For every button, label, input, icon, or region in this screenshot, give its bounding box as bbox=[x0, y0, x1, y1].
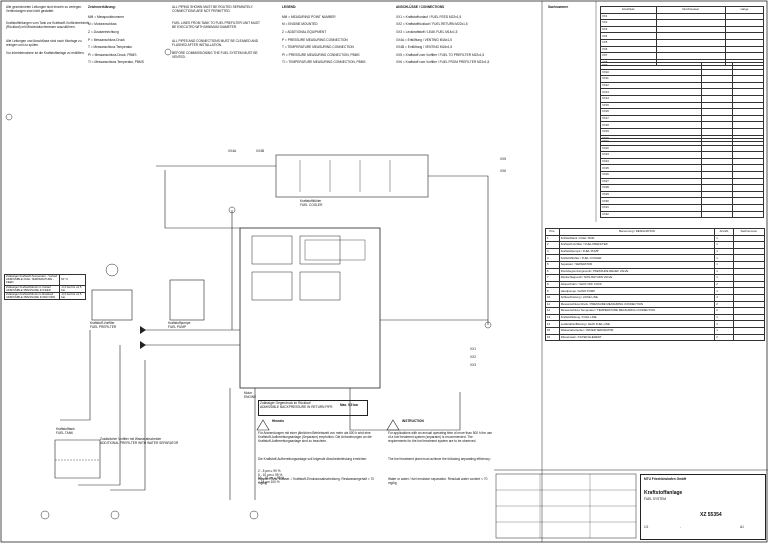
point-label: XX6 bbox=[500, 169, 507, 173]
legend-en: MM = MEASURING POINT NUMBER M = ENGINE M… bbox=[282, 12, 378, 69]
legend-item: Z = Zusatzeinrichtung bbox=[88, 29, 119, 34]
return-pressure-box bbox=[258, 400, 368, 416]
legend-item: MM = Messpunktnummer bbox=[88, 14, 125, 19]
legend-title-de: Zeichenerklärung: bbox=[88, 5, 116, 9]
prefilter-label: Kraftstoff-Vorfilter FUEL PREFILTER bbox=[90, 321, 117, 329]
right-table-2: XX9 XX10 XX11 XX12 XX13 XX14 XX15 XX16 X… bbox=[599, 62, 764, 143]
spec-table: Zulässiger Kraftstoff-Temperatur - Vorla… bbox=[3, 274, 86, 301]
warning-title-de: Hinweis bbox=[272, 419, 285, 423]
note-en-4: BEFORE COMMISSIONING THE FUEL SYSTEM MUS… bbox=[172, 51, 258, 59]
drawing-title: Kraftstoffanlage bbox=[644, 490, 683, 496]
fuel-tank bbox=[54, 439, 101, 479]
connection-row: XX3 = Leckkraftstoff / LEAK FUEL M14x1,5 bbox=[396, 29, 458, 34]
legend-item: MM = MEASURING POINT NUMBER bbox=[282, 14, 336, 19]
legend-item: T = Messanschluss Temperatur bbox=[88, 45, 133, 50]
legend-item: TI = TEMPERATURE MEASURING CONNECTION, P… bbox=[282, 60, 366, 65]
drawing-format: A1 bbox=[740, 525, 744, 529]
drawing-title-en: FUEL SYSTEM bbox=[644, 497, 667, 501]
legend-title-en: LEGEND: bbox=[282, 5, 297, 9]
legend-item: TI = Messanschluss Temperatur, PBMS bbox=[88, 60, 144, 65]
legend-de: MM = Messpunktnummer M = Motoranschluss … bbox=[88, 12, 158, 69]
note-en-3: ALL PIPES AND CONNECTIONS MUST BE CLEANE… bbox=[172, 39, 259, 47]
right-table-header: Sachnummer bbox=[548, 5, 569, 9]
note-de-3: Alle Leitungen und Anschlüsse sind nach … bbox=[6, 39, 82, 47]
tank-label: Kraftstofftank FUEL TANK bbox=[56, 427, 75, 435]
return-pressure-value: Max. 0,5 bar bbox=[340, 403, 359, 407]
title-block bbox=[640, 474, 766, 540]
legend-item: M = ENGINE MOUNTED bbox=[282, 22, 318, 27]
legend-item: T = TEMPERATURE MEASURING CONNECTION bbox=[282, 45, 354, 50]
legend-item: PI = Messanschluss Druck, PBMS bbox=[88, 52, 137, 57]
connection-row: XX1 = Kraftstoffvorlauf / FUEL FEED M22x… bbox=[396, 14, 462, 19]
warning-text-en: For applications with an annual operatin… bbox=[388, 431, 493, 443]
point-label: XX4B bbox=[256, 149, 265, 153]
cooler-label: Kraftstoffkühler FUEL COOLER bbox=[300, 199, 323, 207]
warning-text-de-2: Die Kraftstoff-Aufbereitungsanlage soll … bbox=[258, 457, 368, 461]
point-label: XX2 bbox=[470, 355, 477, 359]
point-label: XX4A bbox=[228, 149, 237, 153]
connection-row: XX6 = Kraftstoff vom Vorfilter / FUEL FR… bbox=[396, 60, 490, 65]
note-en-1: ALL PIPING SHOWN MUST BE ROUTED SEPARATE… bbox=[172, 5, 254, 13]
right-table-3: XX21 XX22 XX23 XX24 XX25 XX26 XX27 XX28 … bbox=[599, 138, 764, 219]
connection-row: XX2 = Kraftstoffrücklauf / FUEL RETURN M… bbox=[396, 22, 468, 27]
connections-title: ANSCHLÜSSE / CONNECTIONS bbox=[396, 5, 445, 9]
table-row: Zulässiger Kraftstoffdruck im Vorlauf AD… bbox=[3, 284, 86, 294]
legend-item: Z = ADDITIONAL EQUIPMENT bbox=[282, 29, 327, 34]
table-row: XX32 bbox=[599, 210, 764, 219]
legend-item: M = Motoranschluss bbox=[88, 22, 117, 27]
point-label: XX5 bbox=[500, 157, 507, 161]
note-de-2: Kraftstoffleitungen vom Tank zur Kraftst… bbox=[6, 21, 89, 29]
note-de-1: Alle gezeichneten Leitungen sind einzeln… bbox=[6, 5, 83, 13]
note-en-2: FUEL LINES FROM TANK TO FUEL PREFILTER U… bbox=[172, 21, 260, 29]
connection-row: XX4A = Entlüftung / VENTING M16x1,5 bbox=[396, 37, 452, 42]
note-de-4: Vor Inbetriebnahme ist die Kraftstoffanl… bbox=[6, 51, 85, 55]
return-pressure-label: Zulässiger Gegendruck im Rücklauf ADMISS… bbox=[260, 401, 333, 409]
connection-row: XX4B = Entlüftung / VENTING M16x1,5 bbox=[396, 45, 453, 50]
table-row: Zulässiger Kraftstoffdruck im Rücklauf A… bbox=[3, 291, 86, 301]
engine-block bbox=[239, 227, 381, 389]
pump-label: Kraftstoffpumpe FUEL PUMP bbox=[168, 321, 191, 329]
connections-list: XX1 = Kraftstoffvorlauf / FUEL FEED M22x… bbox=[396, 12, 536, 69]
warning-title-en: INSTRUCTION bbox=[402, 419, 424, 423]
water-text-de: Wasser - bzw. Wasser- / Kraftstoff-Emuls… bbox=[258, 477, 375, 485]
drawing-scale: - bbox=[680, 525, 682, 529]
point-label: XX1 bbox=[470, 347, 477, 351]
water-text-en: Water or water / fuel emulsion separatio… bbox=[388, 477, 488, 485]
company-name: MTU Friedrichshafen GmbH bbox=[644, 477, 687, 481]
drawing-number: XZ 55354 bbox=[700, 512, 722, 518]
engine-label: Motor ENGINE bbox=[244, 391, 257, 399]
point-label: XX3 bbox=[470, 363, 477, 367]
warning-text-de: Für Anwendungen mit einer jährlichen Bet… bbox=[258, 431, 372, 443]
separator-label: Zusätzlicher Vorfilter mit Wasserabschei… bbox=[100, 437, 179, 445]
legend-item: PI = PRESSURE MEASURING CONNECTION, PBMS bbox=[282, 52, 360, 57]
sheet-number: 1/1 bbox=[644, 525, 649, 529]
legend-item: P = Messanschluss Druck bbox=[88, 37, 125, 42]
warning-text-en-2: The fuel treatment plant must achieve th… bbox=[388, 457, 491, 461]
legend-item: P = PRESSURE MEASURING CONNECTION bbox=[282, 37, 348, 42]
particle-list-de: 2 - 5 µm ≥ 90 % 5 - 10 µm ≥ 95 % 10 - 15… bbox=[258, 468, 285, 485]
connection-row: XX5 = Kraftstoff zum Vorfilter / FUEL TO… bbox=[396, 52, 485, 57]
